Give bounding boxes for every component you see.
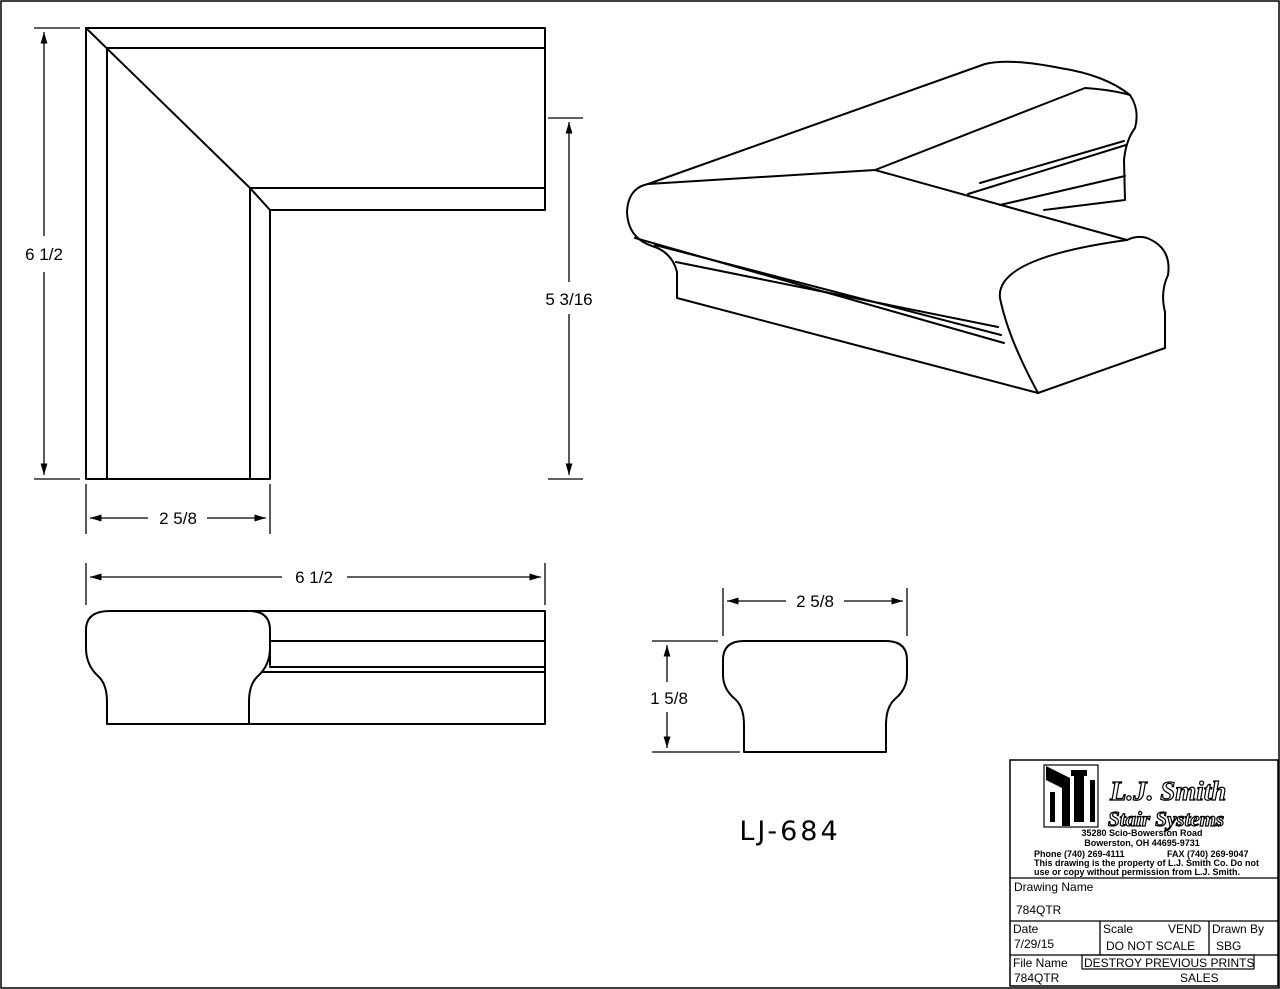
isometric-view — [626, 60, 1170, 394]
notice-line: use or copy without permission from L.J.… — [1034, 867, 1240, 877]
dim-label: 2 5/8 — [159, 509, 197, 528]
dim-label: 1 5/8 — [650, 689, 688, 708]
dim-label: 6 1/2 — [295, 568, 333, 587]
date-label: Date — [1013, 922, 1039, 936]
scale-vend: VEND — [1168, 922, 1202, 936]
logo-text: Stair Systems — [1108, 807, 1224, 831]
drawn-by: SBG — [1216, 939, 1241, 953]
dim-label: 2 5/8 — [796, 592, 834, 611]
scale-value: DO NOT SCALE — [1106, 939, 1195, 953]
dim-profile-width: 2 5/8 — [722, 588, 908, 636]
part-number: LJ-684 — [739, 816, 840, 847]
top-view — [85, 27, 546, 480]
phone: Phone (740) 269-4111 — [1034, 849, 1125, 859]
side-view — [85, 610, 546, 725]
address-line: 35280 Scio-Bowerston Road — [1081, 828, 1202, 838]
end-profile — [722, 640, 908, 753]
destroy-notice: DESTROY PREVIOUS PRINTS — [1084, 956, 1254, 970]
dim-top-left-height: 6 1/2 — [25, 27, 80, 480]
scale-label: Scale — [1103, 922, 1133, 936]
company-logo: L.J. Smith Stair Systems — [1043, 764, 1227, 832]
dim-top-width: 2 5/8 — [85, 484, 271, 534]
drawn-by-label: Drawn By — [1212, 922, 1264, 936]
file-name: 784QTR — [1014, 971, 1060, 985]
drawing-name-label: Drawing Name — [1014, 880, 1094, 894]
sales: SALES — [1180, 971, 1219, 985]
dim-profile-height: 1 5/8 — [650, 640, 740, 753]
dim-side-length: 6 1/2 — [85, 563, 546, 605]
drawing-name: 784QTR — [1016, 903, 1062, 917]
dim-label: 5 3/16 — [545, 290, 592, 309]
dim-top-right-height: 5 3/16 — [545, 117, 593, 480]
dim-label: 6 1/2 — [25, 245, 63, 264]
logo-text: L.J. Smith — [1109, 776, 1226, 806]
fax: FAX (740) 269-9047 — [1167, 849, 1249, 859]
notice-line: This drawing is the property of L.J. Smi… — [1034, 858, 1259, 868]
file-name-label: File Name — [1013, 956, 1068, 970]
address-line: Bowerston, OH 44695-9731 — [1084, 838, 1200, 848]
title-block: L.J. Smith Stair Systems 35280 Scio-Bowe… — [1009, 759, 1279, 987]
date: 7/29/15 — [1014, 937, 1054, 951]
